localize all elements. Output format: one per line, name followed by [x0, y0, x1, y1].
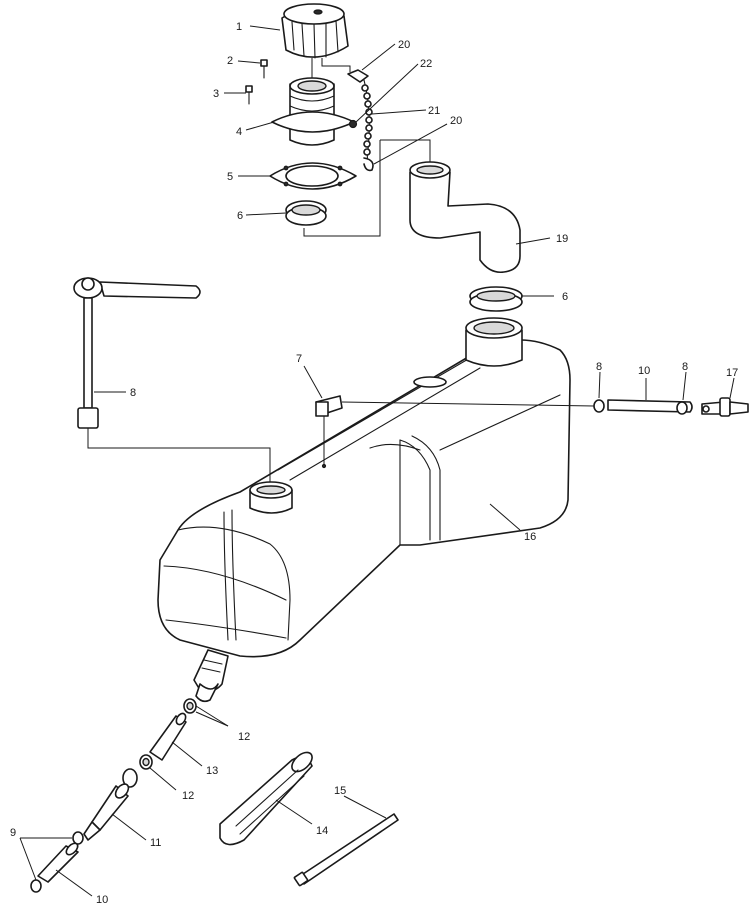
- callout-6-upper: 6: [237, 210, 243, 222]
- foam-sleeve: [219, 751, 313, 846]
- callout-21: 21: [428, 105, 440, 117]
- fuel-gauge-sender: [73, 277, 201, 429]
- clamp-lower-9: [30, 879, 42, 893]
- callout-3: 3: [213, 88, 219, 100]
- ferrule-middle: [139, 754, 153, 770]
- callout-13: 13: [206, 765, 218, 777]
- callout-10-right: 10: [638, 365, 650, 377]
- clamp-ring-upper: [285, 200, 327, 226]
- callout-7: 7: [296, 353, 302, 365]
- callout-14: 14: [316, 825, 328, 837]
- callout-1: 1: [236, 21, 242, 33]
- screw-2: [260, 59, 268, 79]
- callout-4: 4: [236, 126, 242, 138]
- callout-2: 2: [227, 55, 233, 67]
- callout-6-lower: 6: [562, 291, 568, 303]
- callout-8-right-b: 8: [682, 361, 688, 373]
- ferrule-upper: [183, 698, 197, 714]
- callout-22: 22: [420, 58, 432, 70]
- callout-11: 11: [150, 837, 161, 849]
- cable-tie: [293, 813, 399, 887]
- callout-labels: 1 2 3 4 5 6 6 7 8 8 8 9 10 10 11 12 12 1…: [10, 21, 738, 905]
- leader-lines: [19, 25, 735, 897]
- callout-9: 9: [10, 827, 16, 839]
- callout-20-upper: 20: [398, 39, 410, 51]
- callout-12-middle: 12: [182, 790, 194, 802]
- vent-hose-assembly: [593, 397, 749, 417]
- fuel-hose-13: [149, 712, 187, 761]
- vent-elbow-fitting: [315, 395, 343, 469]
- tank-outlet-fitting: [193, 649, 229, 703]
- mounting-gasket: [269, 162, 357, 190]
- callout-8-gauge: 8: [130, 387, 136, 399]
- fuel-hose-10-lower: [37, 842, 79, 883]
- screw-3: [245, 85, 253, 105]
- fuel-filter: [83, 768, 138, 841]
- tank-filler-neck: [465, 317, 523, 367]
- callout-10-lower: 10: [96, 894, 108, 905]
- callout-19: 19: [556, 233, 568, 245]
- filler-neck: [271, 77, 355, 146]
- clamp-upper-9: [72, 831, 84, 845]
- callout-17: 17: [726, 367, 738, 379]
- fuel-tank: [157, 339, 571, 658]
- callout-12-upper: 12: [238, 731, 250, 743]
- cap-chain-assembly: [347, 69, 374, 172]
- callout-15: 15: [334, 785, 346, 797]
- tank-gauge-port: [249, 481, 293, 514]
- callout-8-right-a: 8: [596, 361, 602, 373]
- callout-16: 16: [524, 531, 536, 543]
- callout-20-lower: 20: [450, 115, 462, 127]
- filler-elbow-hose: [409, 161, 521, 274]
- callout-5: 5: [227, 171, 233, 183]
- fuel-cap: [281, 3, 349, 59]
- clamp-ring-lower: [469, 286, 523, 312]
